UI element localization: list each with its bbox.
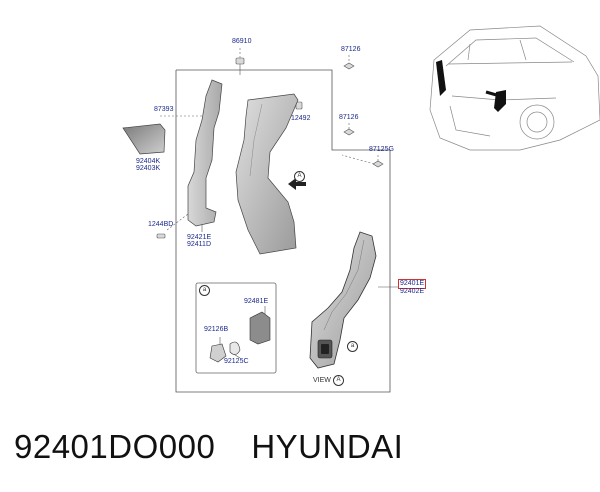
parts-diagram: 86910 87126 87393 12492 87126 87125G 924…: [122, 25, 600, 393]
assembly-frame: [175, 69, 391, 393]
view-arrow: [288, 178, 306, 190]
bulb-92126b: [209, 343, 227, 363]
label-92402e: 92402E: [400, 288, 425, 295]
label-87393: 87393: [154, 106, 174, 113]
label-92481e: 92481E: [244, 298, 269, 305]
callout-a-small: a: [347, 341, 358, 352]
pillar-trim: [187, 79, 223, 227]
caption-part-number: 92401DO000: [14, 428, 216, 465]
label-12492: 12492: [291, 115, 311, 122]
label-92126b: 92126B: [204, 326, 229, 333]
callout-a-view: A: [333, 375, 344, 386]
side-reflector: [122, 123, 166, 155]
label-87126-top: 87126: [341, 46, 361, 53]
label-92421e: 92421E: [187, 234, 212, 241]
caption-brand: HYUNDAI: [251, 428, 404, 465]
label-87125g: 87125G: [369, 146, 394, 153]
label-92401e: 92401E: [397, 279, 427, 289]
label-87126-mid: 87126: [339, 114, 359, 121]
clip-fasteners: [156, 57, 384, 239]
callout-a-main: A: [294, 171, 305, 182]
garnish-panel: [235, 93, 299, 255]
diagram-drawing: [122, 25, 600, 393]
vehicle-sketch: [429, 25, 600, 151]
label-92404k: 92404K: [136, 158, 161, 165]
caption: 92401DO000 HYUNDAI: [14, 428, 403, 466]
vehicle-highlight-left: [436, 60, 446, 96]
callout-detail-a: a: [199, 285, 210, 296]
label-92411d: 92411D: [187, 241, 212, 248]
label-1244bd: 1244BD: [148, 221, 174, 228]
label-92125c: 92125C: [224, 358, 249, 365]
rear-combination-lamp: [309, 231, 377, 369]
view-label: VIEW: [313, 377, 331, 384]
socket-92481e: [249, 311, 271, 345]
label-86910: 86910: [232, 38, 252, 45]
label-92403k: 92403K: [136, 165, 161, 172]
